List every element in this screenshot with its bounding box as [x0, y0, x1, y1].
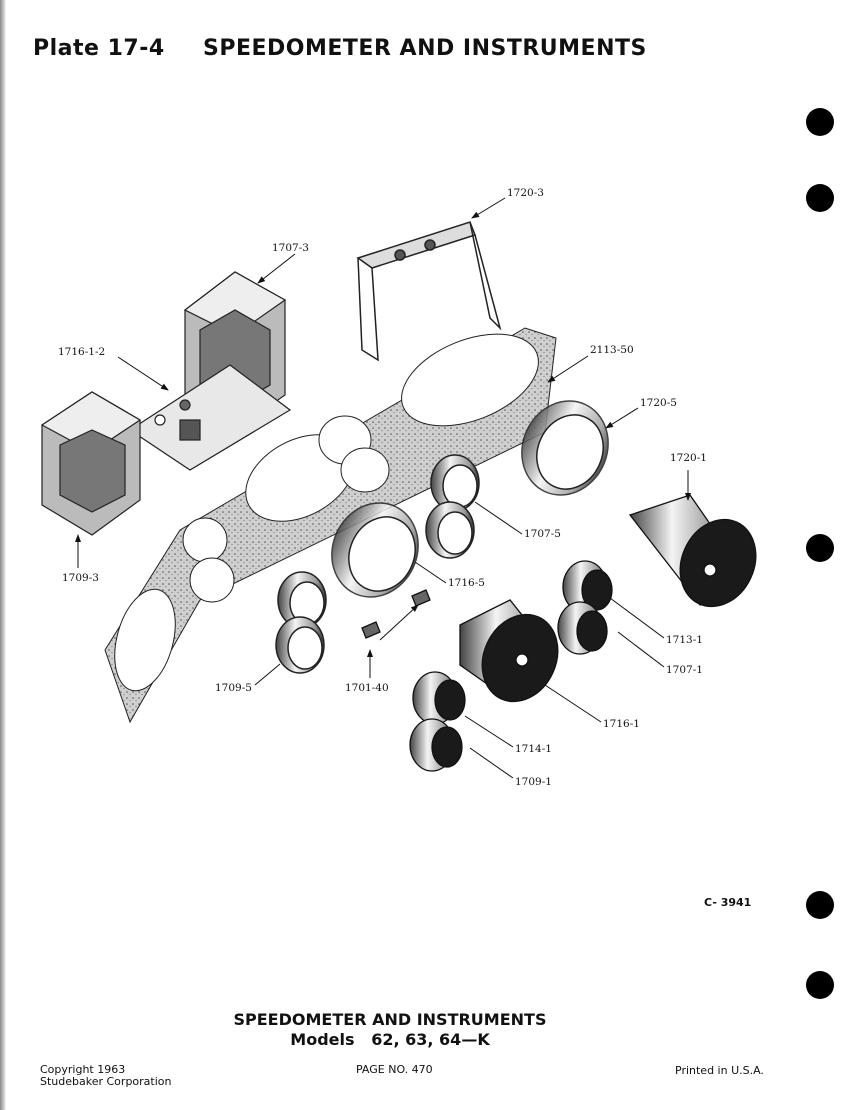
callout-1707-3: 1707-3 [272, 242, 309, 254]
footer-models: Models 62, 63, 64—K [290, 1030, 490, 1049]
callout-1716-1-2: 1716-1-2 [58, 346, 106, 358]
binder-hole [806, 184, 834, 212]
bracket-1720-3 [356, 221, 502, 362]
callout-1709-3: 1709-3 [62, 572, 99, 584]
bezels [275, 400, 609, 674]
callout-1716-1: 1716-1 [603, 718, 640, 730]
gauges [361, 494, 757, 772]
leader-lines [75, 197, 691, 779]
callout-1713-1: 1713-1 [666, 634, 703, 646]
callout-1716-5: 1716-5 [448, 577, 485, 589]
callout-1707-1: 1707-1 [666, 664, 703, 676]
plate-number: Plate 17-4 [33, 36, 165, 61]
callout-1720-5: 1720-5 [640, 397, 677, 409]
binder-hole [806, 891, 834, 919]
bracket-1716-1-2 [128, 364, 292, 471]
binder-hole [806, 108, 834, 136]
callout-1709-5: 1709-5 [215, 682, 252, 694]
copyright-line-2: Studebaker Corporation [40, 1075, 172, 1088]
callout-1720-1: 1720-1 [670, 452, 707, 464]
binder-hole [806, 971, 834, 999]
copyright-line-1: Copyright 1963 [40, 1063, 126, 1076]
instrument-panel-2113-50 [104, 327, 557, 724]
footer-title: SPEEDOMETER AND INSTRUMENTS [233, 1010, 547, 1029]
figure-number: C- 3941 [704, 896, 752, 909]
page-edge-shadow [0, 0, 6, 1110]
callout-2113-50: 2113-50 [590, 344, 634, 356]
callout-1720-3: 1720-3 [507, 187, 544, 199]
printed-in: Printed in U.S.A. [675, 1064, 764, 1077]
page-title: SPEEDOMETER AND INSTRUMENTS [203, 36, 647, 61]
callout-1709-1: 1709-1 [515, 776, 552, 788]
binder-hole [806, 534, 834, 562]
housing-1709-3 [40, 391, 142, 536]
callout-1707-5: 1707-5 [524, 528, 561, 540]
callout-1701-40: 1701-40 [345, 682, 389, 694]
callout-1714-1: 1714-1 [515, 743, 552, 755]
page-number: PAGE NO. 470 [356, 1063, 433, 1076]
